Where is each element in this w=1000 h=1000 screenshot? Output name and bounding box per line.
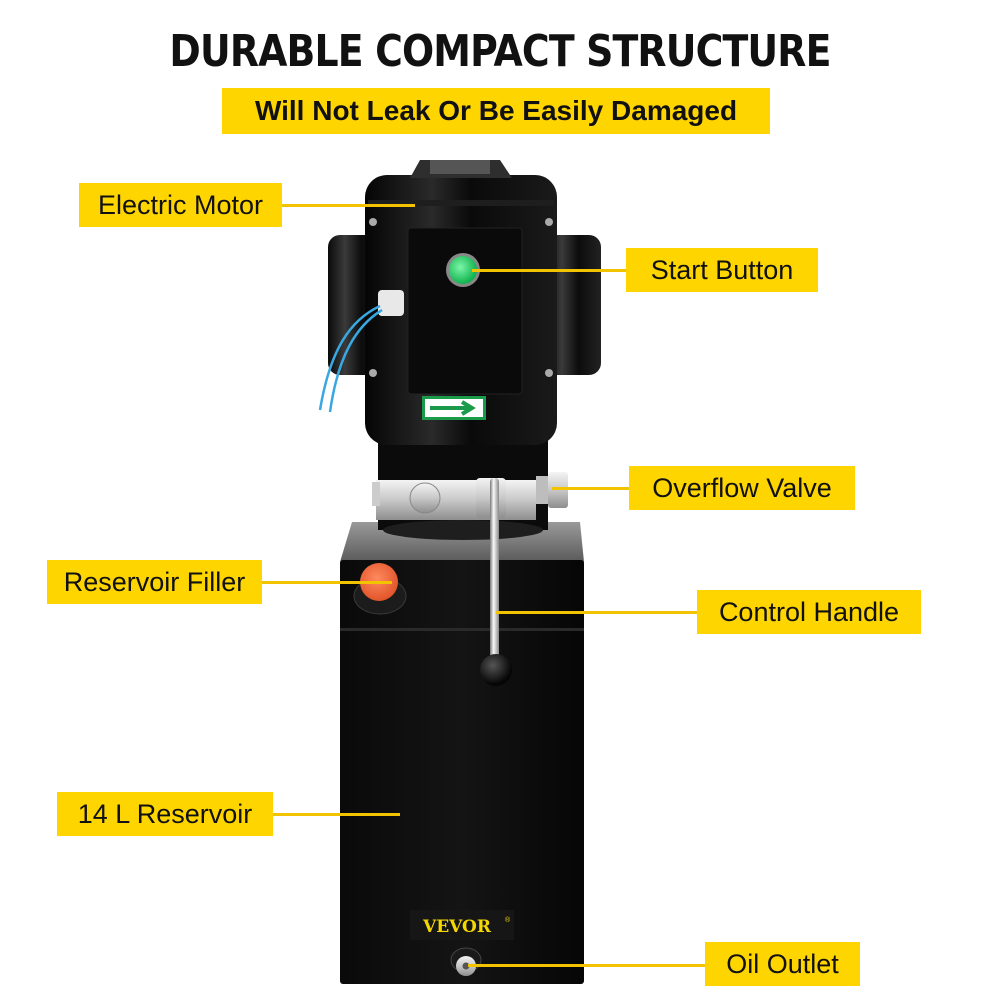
callout-electric-motor: Electric Motor bbox=[79, 183, 282, 227]
reservoir-tank: VEVOR ® bbox=[340, 522, 584, 984]
leader-line-control-handle bbox=[496, 611, 697, 614]
page-title: DURABLE COMPACT STRUCTURE bbox=[169, 26, 831, 77]
control-handle bbox=[476, 478, 512, 686]
overflow-valve bbox=[372, 472, 568, 520]
motor-housing bbox=[318, 160, 601, 445]
leader-line-reservoir bbox=[273, 813, 400, 816]
callout-start-button: Start Button bbox=[626, 248, 818, 292]
leader-line-start-button bbox=[472, 269, 626, 272]
callout-reservoir-filler: Reservoir Filler bbox=[47, 560, 262, 604]
svg-text:VEVOR: VEVOR bbox=[422, 917, 492, 937]
start-button bbox=[446, 253, 480, 287]
callout-control-handle: Control Handle bbox=[697, 590, 921, 634]
callout-overflow-valve: Overflow Valve bbox=[629, 466, 855, 510]
subtitle-banner: Will Not Leak Or Be Easily Damaged bbox=[222, 88, 770, 134]
leader-line-overflow-valve bbox=[552, 487, 629, 490]
callout-14l-reservoir: 14 L Reservoir bbox=[57, 792, 273, 836]
leader-line-electric-motor bbox=[282, 204, 415, 207]
leader-line-oil-outlet bbox=[468, 964, 705, 967]
reservoir-filler-cap bbox=[353, 563, 407, 615]
arrow-right-icon bbox=[422, 396, 486, 420]
leader-line-reservoir-filler bbox=[262, 581, 392, 584]
callout-oil-outlet: Oil Outlet bbox=[705, 942, 860, 986]
svg-text:®: ® bbox=[505, 916, 511, 924]
